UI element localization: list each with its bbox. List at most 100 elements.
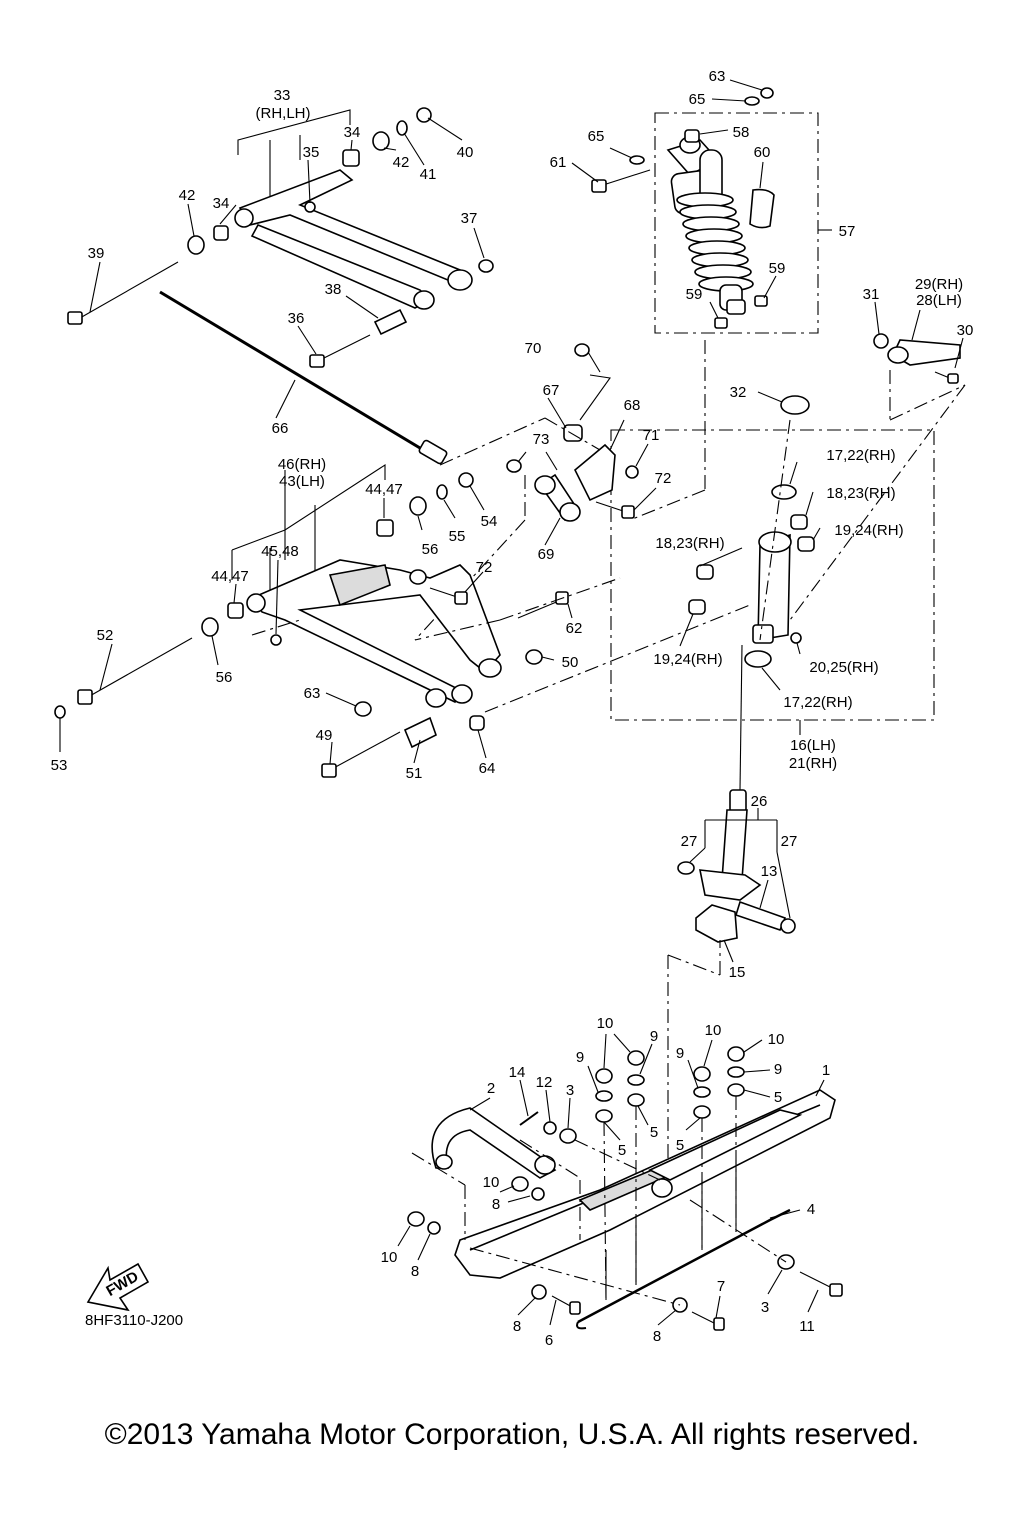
collar-59-right bbox=[754, 295, 768, 307]
bolt-36 bbox=[309, 334, 371, 368]
bolt-52 bbox=[77, 637, 193, 705]
callout: 9 bbox=[774, 1061, 782, 1078]
callout: 29(RH) bbox=[915, 276, 963, 293]
shaft-66 bbox=[159, 290, 448, 465]
washer-56-left bbox=[201, 617, 219, 637]
bolt-30 bbox=[934, 371, 959, 384]
callout: 7 bbox=[717, 1278, 725, 1295]
callout: 58 bbox=[733, 124, 750, 141]
lower-a-arm bbox=[246, 559, 502, 708]
bolt-61 bbox=[591, 169, 651, 193]
callout-labels: 63 65 58 65 61 60 57 59 59 33 (RH,LH) 34… bbox=[51, 68, 974, 1349]
callout: 10 bbox=[381, 1249, 398, 1266]
callout: 73 bbox=[533, 431, 550, 448]
callout: 49 bbox=[316, 727, 333, 744]
callout: 72 bbox=[655, 470, 672, 487]
washer-65-top bbox=[744, 96, 760, 106]
callout: 9 bbox=[676, 1045, 684, 1062]
callout: 3 bbox=[761, 1299, 769, 1316]
callout: 8 bbox=[653, 1328, 661, 1345]
callout: 67 bbox=[543, 382, 560, 399]
callout: 44,47 bbox=[211, 568, 249, 585]
callout: 8 bbox=[513, 1318, 521, 1335]
bushing-18-top bbox=[790, 514, 808, 530]
nut-50 bbox=[525, 649, 543, 665]
washer-9-a bbox=[595, 1090, 613, 1102]
handle-2 bbox=[431, 1107, 557, 1179]
callout: 18,23(RH) bbox=[826, 485, 895, 502]
callout: 19,24(RH) bbox=[653, 651, 722, 668]
callout: 27 bbox=[681, 833, 698, 850]
nut-10-d bbox=[727, 1046, 745, 1062]
callout: 60 bbox=[754, 144, 771, 161]
callout: 57 bbox=[839, 223, 856, 240]
washer-41 bbox=[396, 120, 408, 136]
collar-67 bbox=[563, 424, 583, 442]
nut-10-a bbox=[595, 1068, 613, 1084]
callout: (RH,LH) bbox=[256, 105, 311, 122]
callout: 32 bbox=[730, 384, 747, 401]
callout: 26 bbox=[751, 793, 768, 810]
callout: 36 bbox=[288, 310, 305, 327]
bushing-44-left bbox=[227, 602, 244, 619]
callout: 35 bbox=[303, 144, 320, 161]
callout: 30 bbox=[957, 322, 974, 339]
bolt-72-upper bbox=[595, 501, 635, 519]
bushing-34-left bbox=[213, 225, 229, 241]
washer-9-b bbox=[627, 1074, 645, 1086]
bushing-18-left bbox=[696, 564, 714, 580]
nut-73 bbox=[506, 459, 522, 473]
nut-10-e bbox=[511, 1176, 529, 1192]
bushing-19-top bbox=[797, 536, 815, 552]
callout: 59 bbox=[686, 286, 703, 303]
cap-27-left bbox=[677, 861, 695, 875]
bolt-72-lower bbox=[429, 587, 468, 605]
steering-arm bbox=[887, 339, 961, 366]
bushing-34-top bbox=[342, 149, 360, 167]
callout: 56 bbox=[216, 669, 233, 686]
callout: 16(LH) bbox=[790, 737, 836, 754]
callout: 66 bbox=[272, 420, 289, 437]
callout: 34 bbox=[344, 124, 361, 141]
callout: 43(LH) bbox=[279, 473, 325, 490]
bolt-6 bbox=[551, 1295, 581, 1315]
callout: 45,48 bbox=[261, 543, 299, 560]
callout: 10 bbox=[483, 1174, 500, 1191]
fwd-arrow-icon: FWD bbox=[86, 1262, 150, 1312]
callout: 8 bbox=[411, 1263, 419, 1280]
callout: 9 bbox=[650, 1028, 658, 1045]
cap-32 bbox=[780, 395, 810, 415]
collar-5-a bbox=[595, 1109, 613, 1123]
bolt-11 bbox=[799, 1271, 843, 1297]
pin-13 bbox=[735, 900, 787, 931]
callout: 17,22(RH) bbox=[783, 694, 852, 711]
washer-8-f bbox=[427, 1221, 441, 1235]
nut-54 bbox=[458, 472, 474, 488]
ski-1 bbox=[454, 1089, 836, 1279]
washer-65 bbox=[629, 155, 645, 165]
callout: 53 bbox=[51, 757, 68, 774]
bolt-49 bbox=[321, 731, 401, 778]
callout: 10 bbox=[768, 1031, 785, 1048]
collar-64 bbox=[469, 715, 485, 731]
callout: 69 bbox=[538, 546, 555, 563]
bolt-62 bbox=[517, 591, 569, 619]
bolt-70 bbox=[574, 343, 601, 373]
callout: 9 bbox=[576, 1049, 584, 1066]
collar-3 bbox=[559, 1128, 577, 1144]
callout: 50 bbox=[562, 654, 579, 671]
callout: 42 bbox=[393, 154, 410, 171]
shock-absorber bbox=[666, 136, 775, 315]
callout: 13 bbox=[761, 863, 778, 880]
callout: 11 bbox=[799, 1318, 815, 1335]
callout: 17,22(RH) bbox=[826, 447, 895, 464]
grease-nipple-53 bbox=[54, 705, 66, 719]
callout: 31 bbox=[863, 286, 880, 303]
washer-42-top bbox=[372, 131, 390, 151]
callout: 2 bbox=[487, 1080, 495, 1097]
nut-40 bbox=[416, 107, 432, 123]
callout: 21(RH) bbox=[789, 755, 837, 772]
callout: 6 bbox=[545, 1332, 553, 1349]
shock-group-box bbox=[654, 112, 819, 334]
callout: 42 bbox=[179, 187, 196, 204]
